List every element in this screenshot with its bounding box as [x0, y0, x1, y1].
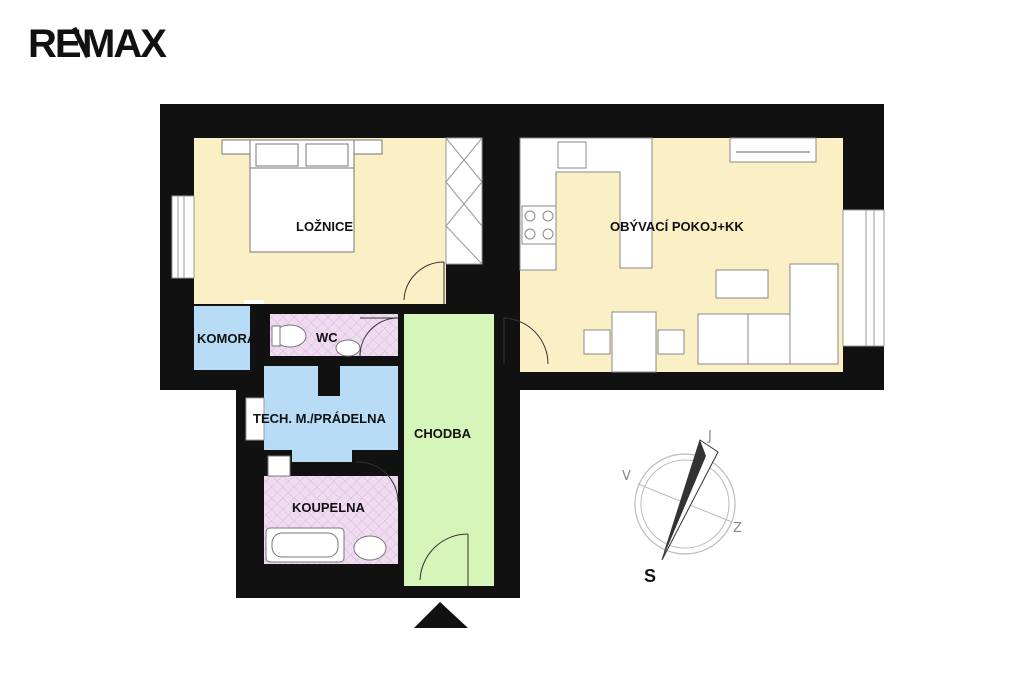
room-chodba	[404, 314, 494, 586]
svg-text:MAX: MAX	[82, 22, 167, 66]
wardrobe	[445, 137, 483, 265]
label-komora: KOMORA	[197, 331, 257, 346]
entrance-arrow	[414, 602, 468, 628]
doors	[244, 261, 549, 586]
compass-letter-s: S	[644, 566, 656, 586]
compass-letter-j: J	[707, 429, 712, 444]
compass: J V Z S	[622, 429, 742, 586]
compass-letter-v: V	[622, 469, 631, 484]
living-furniture	[583, 263, 839, 373]
wardrobe-hatch	[445, 137, 483, 265]
remax-logo: RE MAX	[28, 22, 169, 66]
sanitary-fixtures	[265, 324, 387, 563]
compass-needle	[661, 439, 719, 561]
compass-letter-z: Z	[733, 521, 742, 536]
label-koupelna: KOUPELNA	[292, 500, 366, 515]
room-komora	[194, 306, 250, 370]
label-chodba: CHODBA	[414, 426, 472, 441]
label-loznice: LOŽNICE	[296, 219, 353, 234]
label-wc: WC	[316, 330, 338, 345]
compass-ring-inner	[640, 459, 730, 549]
bed	[221, 139, 383, 253]
label-tech: TECH. M./PRÁDELNA	[253, 411, 387, 426]
compass-ring-outer	[634, 453, 736, 555]
label-obyvaci: OBÝVACÍ POKOJ+KK	[610, 219, 744, 234]
kitchen	[519, 137, 817, 271]
windows	[171, 195, 885, 441]
